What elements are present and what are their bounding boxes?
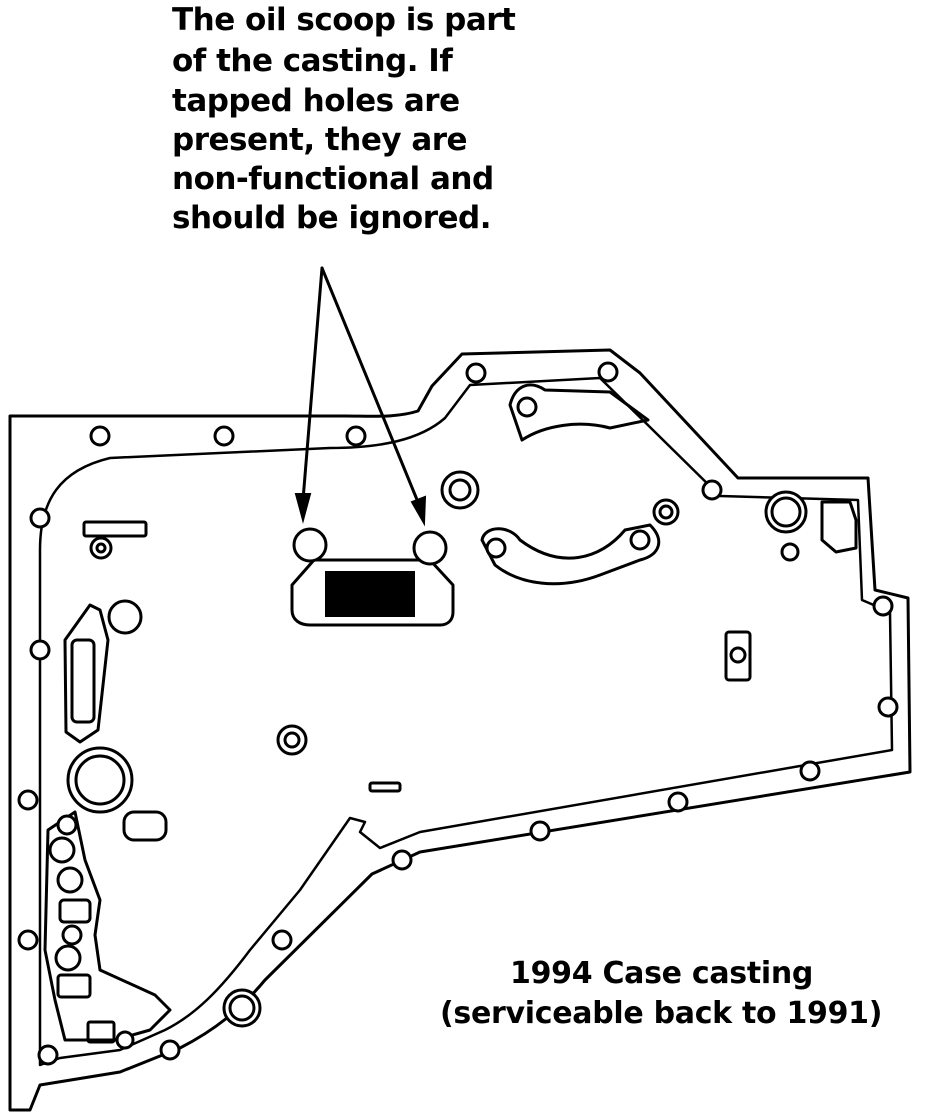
left-features [63,520,168,842]
bolt-holes [17,361,899,1066]
callout-arrows [294,266,427,527]
right-features [724,490,858,682]
upper-boss [440,383,650,510]
note-line-6: should be ignored. [172,200,491,236]
note-line-1: The oil scoop is part [172,2,516,38]
middle-boss [480,498,680,586]
note-line-3: tapped holes are [172,83,460,119]
case-outer-outline [8,348,912,1112]
case-inner-gasket-line [38,376,894,1067]
note-line-5: non-functional and [172,161,494,197]
oil-scoop [290,527,455,627]
caption-line-2: (serviceable back to 1991) [440,996,883,1031]
note-line-4: present, they are [172,122,468,158]
center-features [276,724,402,793]
note-line-2: of the casting. If [172,43,453,79]
caption-line-1: 1994 Case casting [510,956,814,991]
lower-left-passages [43,810,262,1050]
